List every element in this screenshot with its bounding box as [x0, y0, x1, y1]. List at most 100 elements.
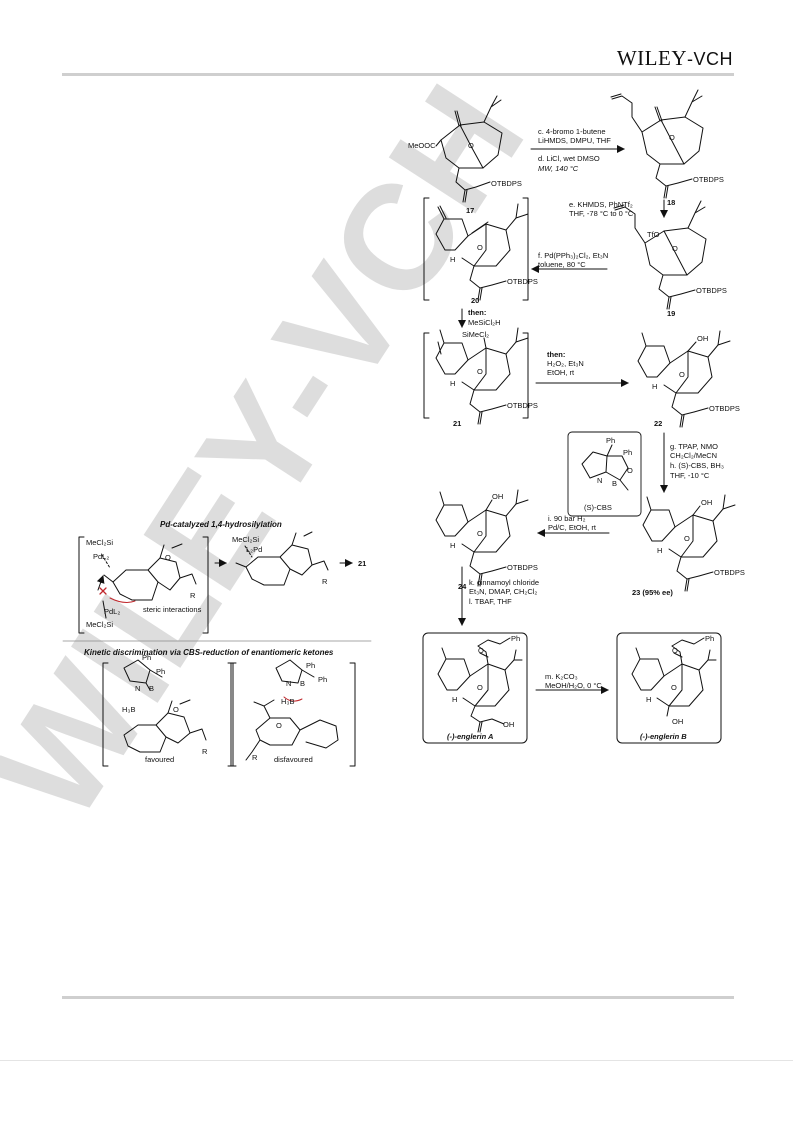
- label-o-ea-1: O: [478, 646, 484, 655]
- cbs-catalyst: [567, 431, 642, 517]
- publisher-suffix: -VCH: [687, 49, 733, 69]
- label-otbdps-23: OTBDPS: [714, 568, 745, 577]
- header-rule: [62, 73, 734, 76]
- label-otbdps-17: OTBDPS: [491, 179, 522, 188]
- step-k1: k. cinnamoyl chloride: [469, 578, 539, 587]
- label-h-23: H: [657, 546, 662, 555]
- step-then1: then:: [468, 308, 486, 317]
- label-23: 23 (95% ee): [632, 588, 673, 597]
- step-i2: Pd/C, EtOH, rt: [548, 523, 597, 532]
- label-17: 17: [466, 206, 474, 215]
- label-21: 21: [453, 419, 461, 428]
- publisher-logo: WILEY-VCH: [617, 46, 733, 71]
- label-o-hydro: O: [165, 553, 171, 562]
- label-24: 24: [458, 582, 467, 591]
- step-then2: then:: [547, 350, 565, 359]
- label-sime-21: SiMeCl₂: [462, 330, 489, 339]
- molecule-17: [435, 95, 503, 203]
- step-h1: h. (S)-CBS, BH₃: [670, 461, 724, 470]
- label-n-dis: N: [286, 679, 291, 688]
- label-cbs: (S)-CBS: [584, 503, 612, 512]
- label-o-eb-1: O: [672, 646, 678, 655]
- label-o-21: O: [477, 367, 483, 376]
- label-r-hydro-1: R: [190, 591, 196, 600]
- label-ph-dis-1: Ph: [306, 661, 315, 670]
- step-h2: THF, -10 °C: [670, 471, 710, 480]
- label-h-eb: H: [646, 695, 651, 704]
- label-h-24: H: [450, 541, 455, 550]
- step-g2: CH₂Cl₂/MeCN: [670, 451, 717, 460]
- label-otbdps-22: OTBDPS: [709, 404, 740, 413]
- publisher-main: WILEY: [616, 46, 687, 70]
- label-mecl2si-1: MeCl₂Si: [86, 538, 113, 547]
- molecule-22: [637, 330, 731, 428]
- step-then2b: H₂O₂, Et₃N: [547, 359, 584, 368]
- englerin-b-structure: [616, 632, 722, 744]
- label-pdl2-2: PdL₂: [104, 607, 120, 616]
- label-steric: steric interactions: [143, 605, 202, 614]
- label-ph-cbs-2: Ph: [623, 448, 632, 457]
- step-d1: d. LiCl, wet DMSO: [538, 154, 600, 163]
- label-o-23: O: [684, 534, 690, 543]
- label-o-eb-2: O: [671, 683, 677, 692]
- label-o-19: O: [672, 244, 678, 253]
- label-o-fav: O: [173, 705, 179, 714]
- inset-hydrosilylation: [78, 531, 353, 634]
- label-otbdps-24: OTBDPS: [507, 563, 538, 572]
- step-l1: l. TBAF, THF: [469, 597, 512, 606]
- label-h-21: H: [450, 379, 455, 388]
- label-22: 22: [654, 419, 662, 428]
- label-n-cbs: N: [597, 476, 602, 485]
- label-mecl2si-3: MeCl₂Si: [232, 535, 259, 544]
- step-e2: THF, -78 °C to 0 °C: [569, 209, 634, 218]
- label-tfo-19: TfO: [647, 230, 660, 239]
- label-oh-eb: OH: [672, 717, 683, 726]
- inset-hydro-title: Pd-catalyzed 1,4-hydrosilylation: [160, 520, 282, 529]
- label-otbdps-19: OTBDPS: [696, 286, 727, 295]
- bracket-20: [423, 197, 529, 301]
- label-h-ea: H: [452, 695, 457, 704]
- step-m2: MeOH/H₂O, 0 °C: [545, 681, 602, 690]
- inset-kinetic-title: Kinetic discrimination via CBS-reduction…: [84, 648, 334, 657]
- step-then1b: MeSiCl₂H: [468, 318, 501, 327]
- label-18: 18: [667, 198, 675, 207]
- molecule-21: [435, 327, 529, 425]
- step-g1: g. TPAP, NMO: [670, 442, 718, 451]
- step-m1: m. K₂CO₃: [545, 672, 578, 681]
- label-otbdps-20: OTBDPS: [507, 277, 538, 286]
- label-otbdps-21: OTBDPS: [507, 401, 538, 410]
- step-c2: LiHMDS, DMPU, THF: [538, 136, 611, 145]
- label-o-24: O: [477, 529, 483, 538]
- label-meooc-17: MeOOC: [408, 141, 436, 150]
- molecule-24: [435, 489, 529, 587]
- label-o-22: O: [679, 370, 685, 379]
- inset-kinetic: [102, 659, 356, 767]
- step-then2c: EtOH, rt: [547, 368, 575, 377]
- bracket-21: [423, 332, 529, 419]
- label-disfavoured: disfavoured: [274, 755, 313, 764]
- label-mecl2si-2: MeCl₂Si: [86, 620, 113, 629]
- reaction-arrows: [458, 145, 668, 694]
- step-e1: e. KHMDS, PhNTf₂: [569, 200, 633, 209]
- label-r-fav: R: [202, 747, 208, 756]
- label-favoured: favoured: [145, 755, 174, 764]
- label-otbdps-18: OTBDPS: [693, 175, 724, 184]
- label-r-hydro-2: R: [322, 577, 328, 586]
- step-c1: c. 4-bromo 1-butene: [538, 127, 606, 136]
- label-o-18: O: [669, 133, 675, 142]
- label-oh-ea: OH: [503, 720, 514, 729]
- molecule-18: [610, 89, 704, 199]
- step-d2: MW, 140 °C: [538, 164, 579, 173]
- label-oh-23: OH: [701, 498, 712, 507]
- label-o-cbs: O: [627, 466, 633, 475]
- label-h-20: H: [450, 255, 455, 264]
- label-20: 20: [471, 296, 479, 305]
- molecule-20: [435, 203, 529, 301]
- englerin-a-structure: [422, 632, 528, 744]
- label-l2pd: L₂Pd: [246, 545, 262, 554]
- label-ph-dis-2: Ph: [318, 675, 327, 684]
- step-f1: f. Pd(PPh₃)₂Cl₂, Et₃N: [538, 251, 608, 260]
- label-o-17: O: [468, 141, 474, 150]
- label-englerin-a: (-)-englerin A: [447, 732, 493, 741]
